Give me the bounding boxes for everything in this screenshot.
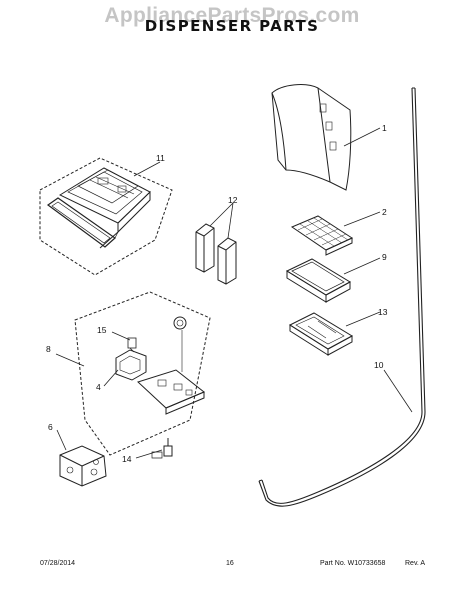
- tray-base: [288, 312, 354, 356]
- callout-1: 1: [382, 123, 387, 133]
- callout-13: 13: [378, 307, 388, 317]
- dispenser-display-module: [39, 157, 173, 276]
- callout-leaders: [55, 127, 413, 459]
- callout-9: 9: [382, 252, 387, 262]
- callout-4: 4: [96, 382, 101, 392]
- filter-cartridges: [195, 223, 237, 285]
- callout-11: 11: [156, 153, 165, 163]
- dispenser-control-assembly: [74, 291, 211, 459]
- drip-tray-grille: [290, 215, 354, 256]
- callout-6: 6: [48, 422, 53, 432]
- drip-tray: [285, 258, 352, 303]
- callout-14: 14: [122, 454, 132, 464]
- callout-15: 15: [97, 325, 107, 335]
- motor-housing: [59, 445, 107, 487]
- page-title: DISPENSER PARTS: [144, 17, 320, 35]
- callout-10: 10: [374, 360, 384, 370]
- footer-page-number: 16: [226, 560, 234, 567]
- footer-revision: Rev. A: [405, 560, 426, 567]
- watermark: AppliancePartsPros.com: [104, 4, 360, 27]
- chute-door: [271, 84, 352, 191]
- footer-part-number: Part No. W10733658: [320, 560, 386, 567]
- callout-2: 2: [382, 207, 387, 217]
- footer-date: 07/28/2014: [40, 560, 76, 567]
- callout-8: 8: [46, 344, 51, 354]
- gasket-strip: [258, 87, 426, 507]
- callout-12: 12: [228, 195, 238, 205]
